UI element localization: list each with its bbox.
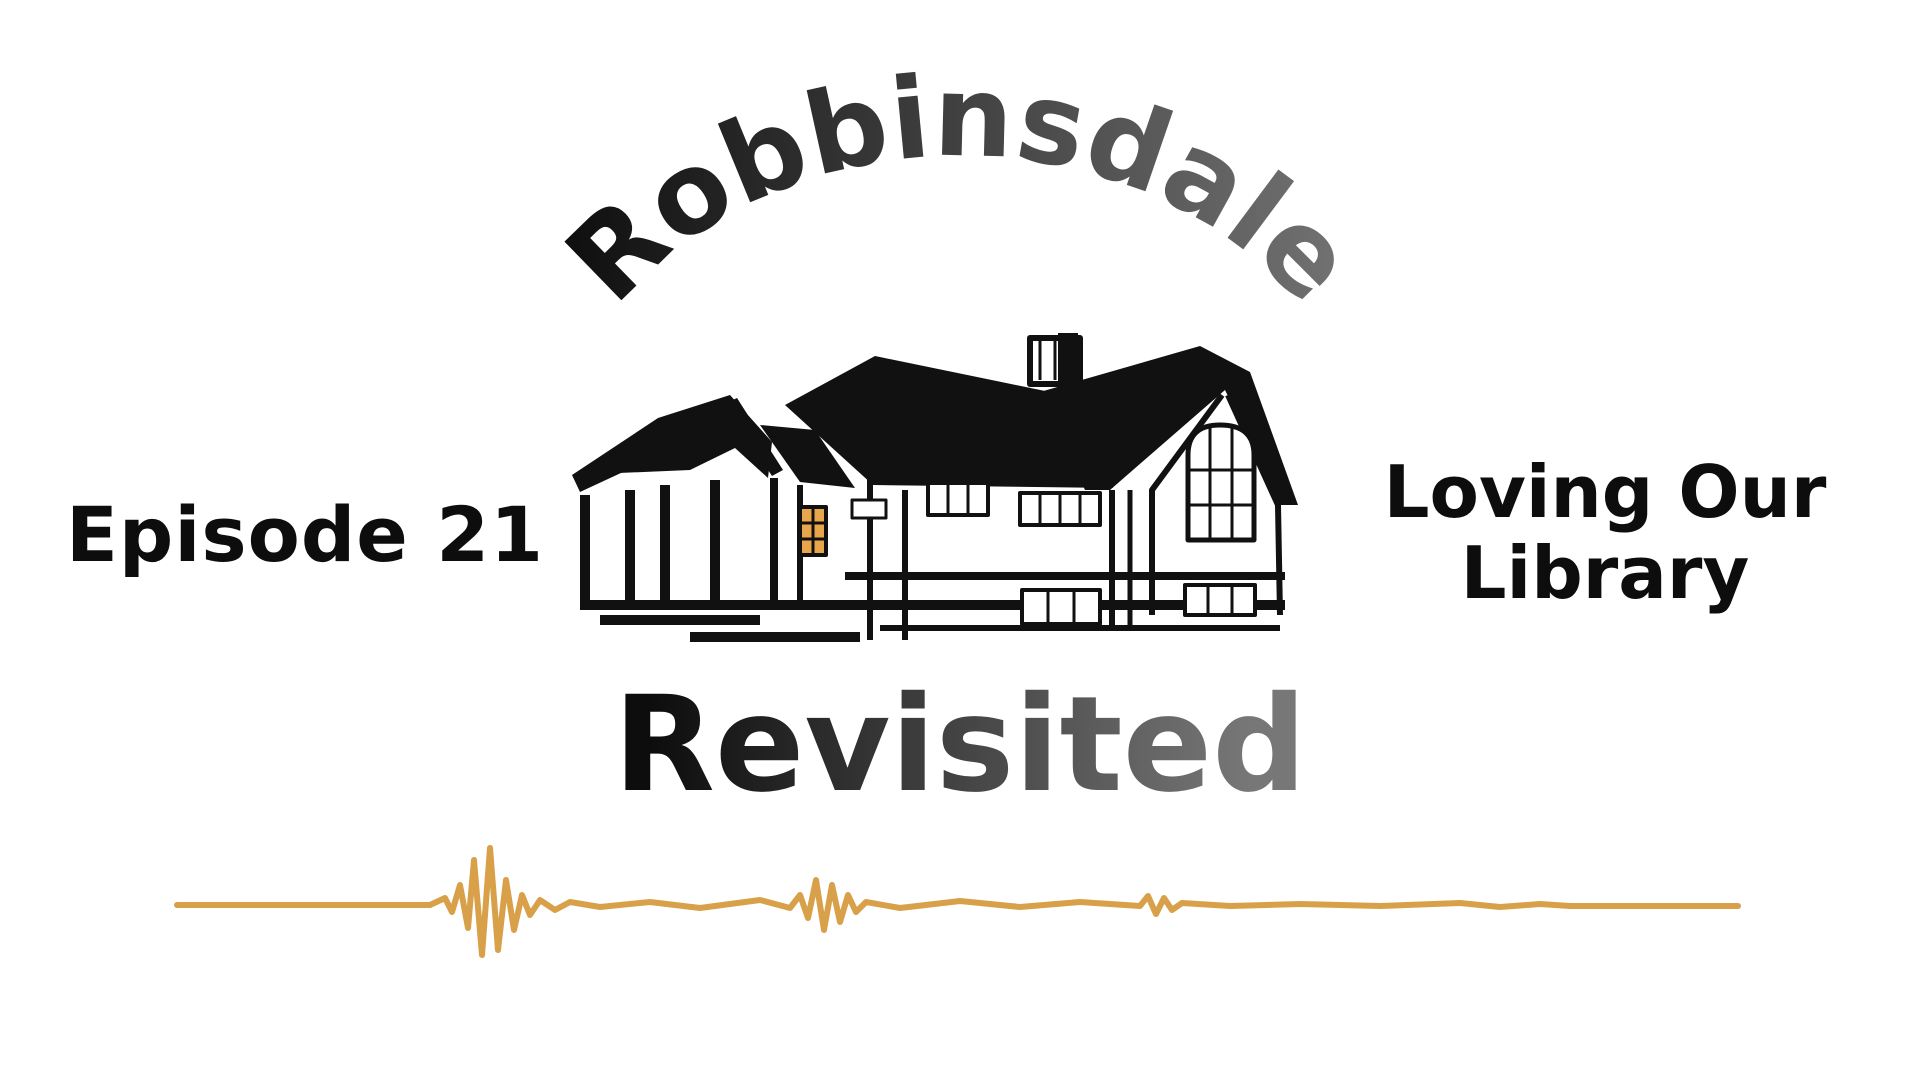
title-bottom-text: Revisited <box>613 668 1306 822</box>
title-arc: Robbinsdale <box>542 52 1378 327</box>
episode-subtitle: Loving Our Library <box>1360 452 1850 613</box>
subtitle-line-2: Library <box>1460 530 1750 615</box>
house-illustration <box>572 333 1298 642</box>
title-top-text: Robbinsdale <box>542 52 1378 327</box>
episode-label: Episode 21 <box>66 490 544 579</box>
audio-waveform-icon <box>174 845 1741 958</box>
subtitle-line-1: Loving Our <box>1383 450 1827 534</box>
